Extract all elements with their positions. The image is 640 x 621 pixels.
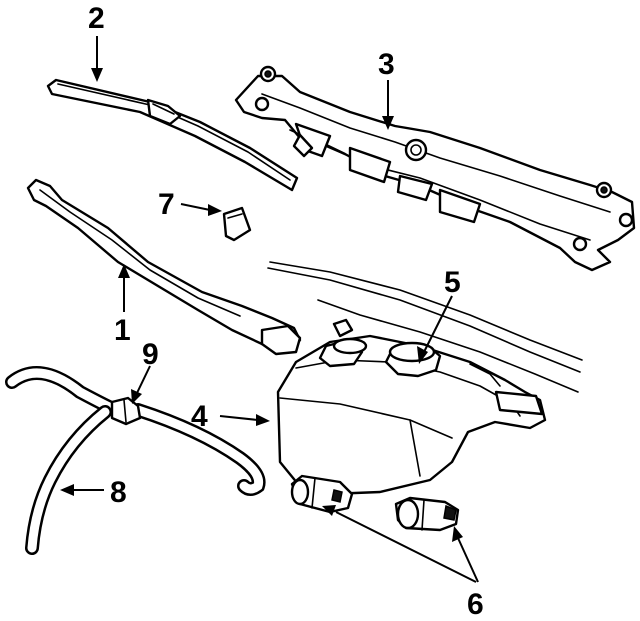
callout-2: 2 (88, 2, 105, 35)
callout-5: 5 (444, 266, 461, 299)
callout-6: 6 (467, 588, 484, 621)
washer-hose (5, 366, 266, 555)
callout-8: 8 (110, 476, 127, 509)
wiper-arm (26, 178, 302, 356)
cowl-panel (267, 261, 583, 393)
callout-3: 3 (378, 48, 395, 81)
reservoir-cap (384, 341, 442, 378)
washer-reservoir (276, 318, 547, 496)
callout-4: 4 (191, 400, 208, 433)
washer-pump-left (290, 474, 354, 514)
washer-pump-right (394, 496, 460, 532)
wiper-blade (46, 78, 299, 192)
hose-connector (110, 396, 142, 426)
callout-9: 9 (142, 338, 159, 371)
callout-1: 1 (114, 314, 131, 347)
wiper-linkage (234, 65, 636, 272)
arm-cap (222, 206, 252, 242)
leader-lines (60, 36, 479, 583)
callout-7: 7 (158, 188, 175, 221)
